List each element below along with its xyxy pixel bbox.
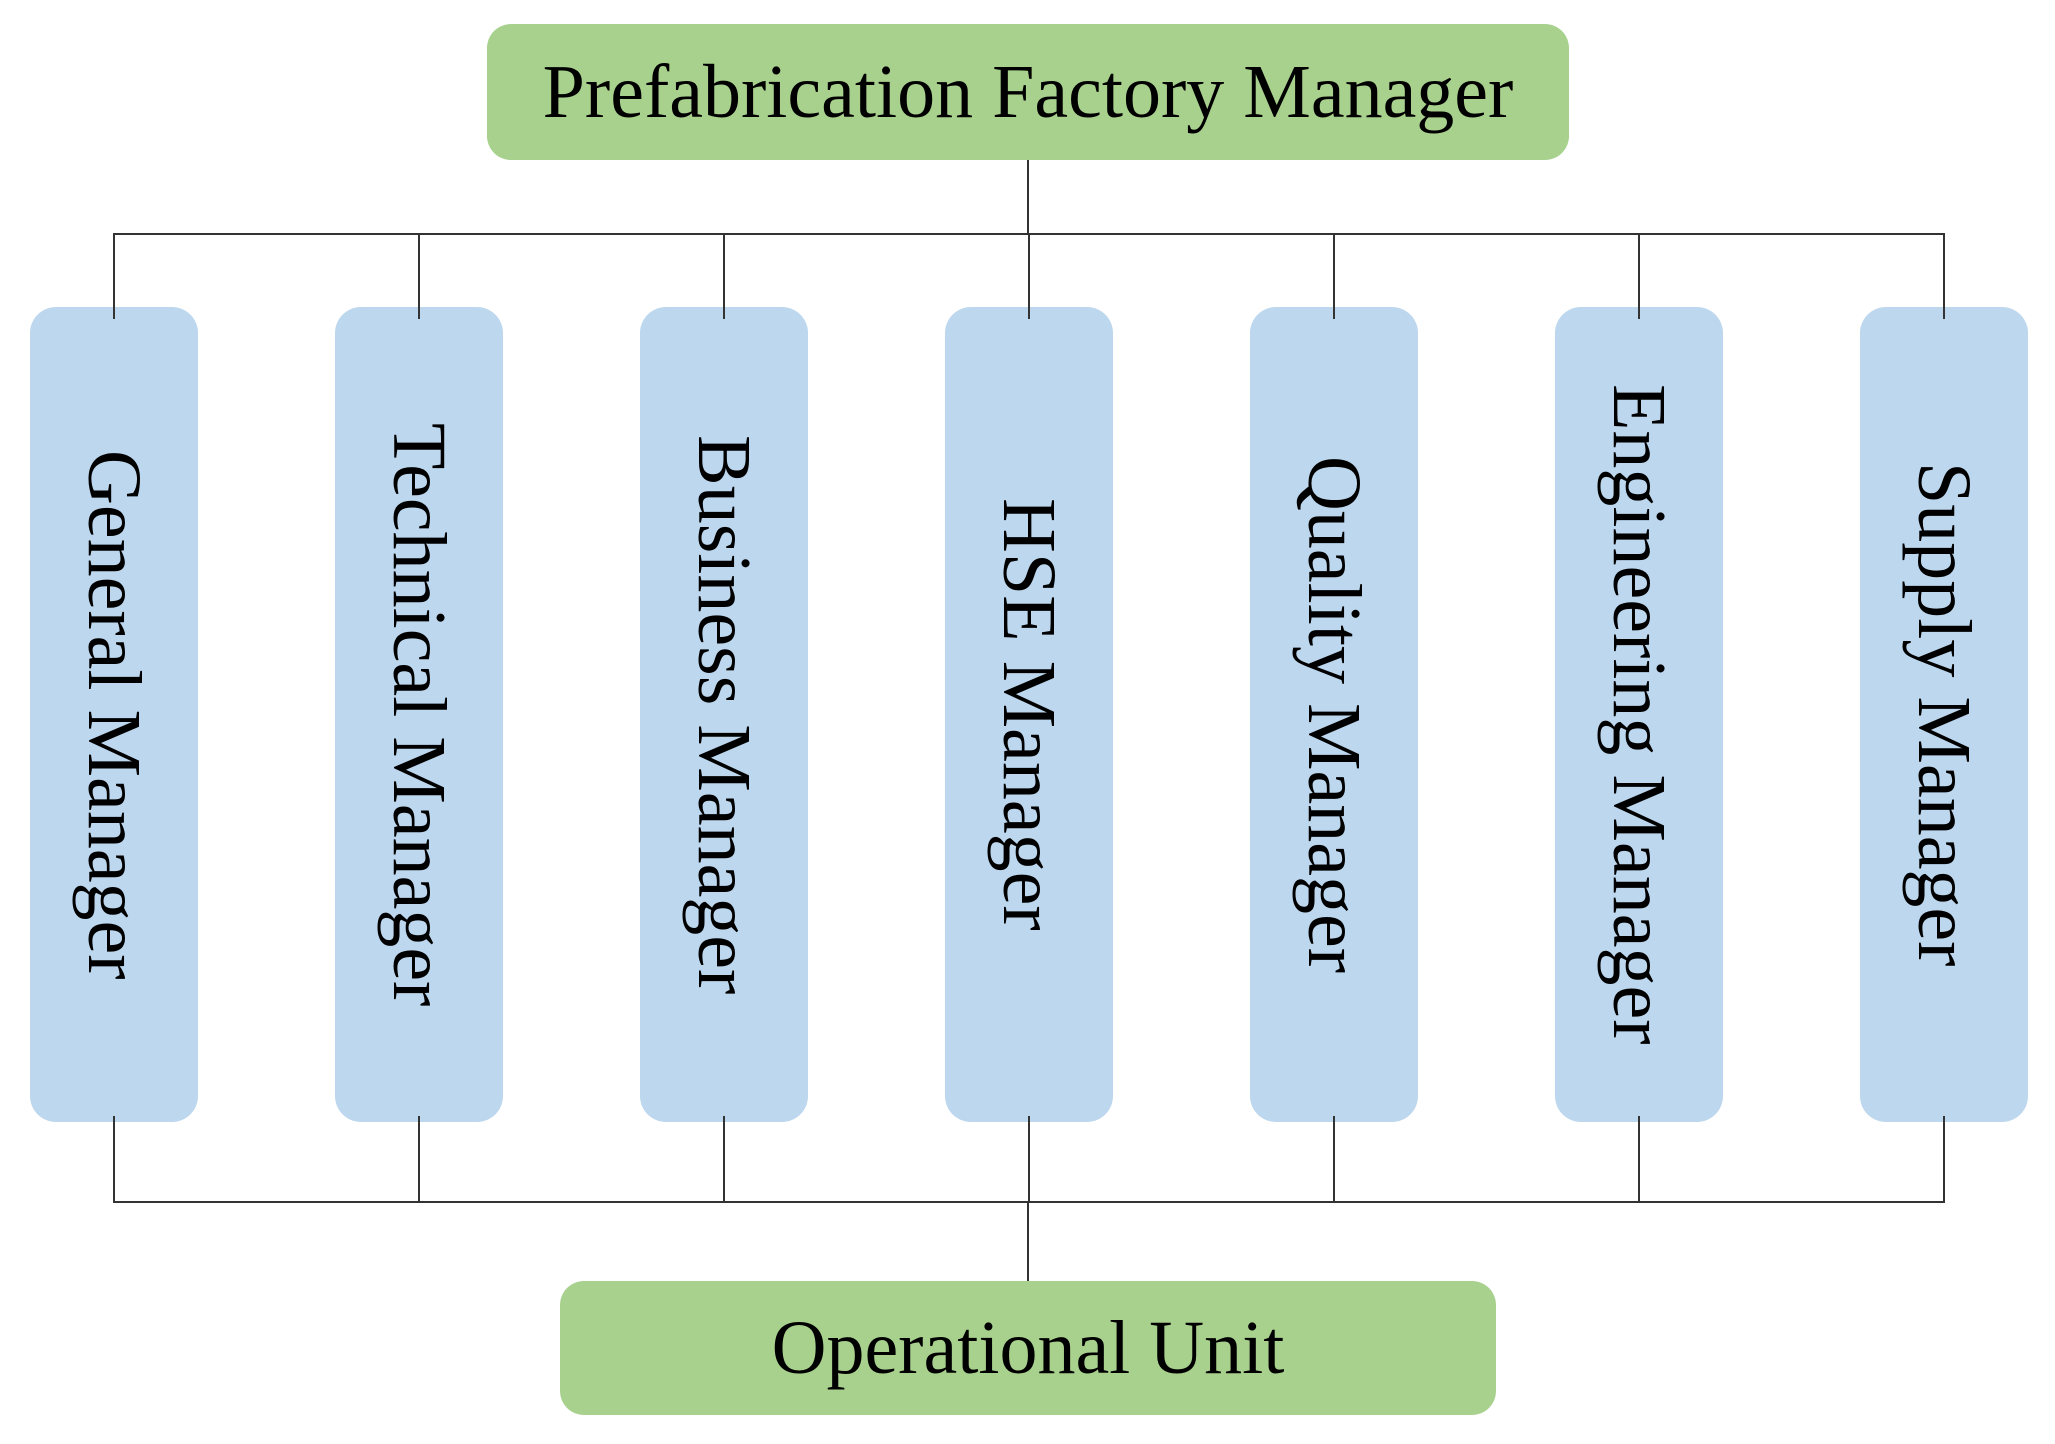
connector-root-stem [1027, 160, 1029, 235]
connector-drop-bottom-general [113, 1116, 115, 1203]
connector-drop-top-hse [1028, 233, 1030, 319]
node-operational-unit: Operational Unit [560, 1281, 1496, 1415]
connector-drop-top-business [723, 233, 725, 319]
connector-drop-bottom-technical [418, 1116, 420, 1203]
connector-drop-top-technical [418, 233, 420, 319]
node-business-manager: Business Manager [640, 307, 808, 1122]
node-engineering-manager-label: Engineering Manager [1597, 384, 1681, 1045]
connector-unit-stem [1027, 1201, 1029, 1281]
node-prefabrication-factory-manager: Prefabrication Factory Manager [487, 24, 1569, 160]
connector-drop-top-general [113, 233, 115, 319]
connector-drop-bottom-business [723, 1116, 725, 1203]
node-prefabrication-factory-manager-label: Prefabrication Factory Manager [542, 50, 1514, 134]
node-operational-unit-label: Operational Unit [771, 1306, 1285, 1390]
node-hse-manager: HSE Manager [945, 307, 1113, 1122]
connector-bottom-bus [113, 1201, 1945, 1203]
node-quality-manager-label: Quality Manager [1292, 455, 1376, 974]
node-supply-manager: Supply Manager [1860, 307, 2028, 1122]
connector-drop-bottom-engineering [1638, 1116, 1640, 1203]
node-technical-manager: Technical Manager [335, 307, 503, 1122]
connector-drop-bottom-hse [1028, 1116, 1030, 1203]
connector-drop-bottom-supply [1943, 1116, 1945, 1203]
node-engineering-manager: Engineering Manager [1555, 307, 1723, 1122]
node-technical-manager-label: Technical Manager [377, 422, 461, 1007]
connector-drop-top-supply [1943, 233, 1945, 319]
connector-drop-bottom-quality [1333, 1116, 1335, 1203]
node-general-manager: General Manager [30, 307, 198, 1122]
connector-drop-top-engineering [1638, 233, 1640, 319]
connector-drop-top-quality [1333, 233, 1335, 319]
node-quality-manager: Quality Manager [1250, 307, 1418, 1122]
node-hse-manager-label: HSE Manager [987, 498, 1071, 931]
node-general-manager-label: General Manager [72, 449, 156, 980]
node-supply-manager-label: Supply Manager [1902, 462, 1986, 967]
node-business-manager-label: Business Manager [682, 434, 766, 995]
